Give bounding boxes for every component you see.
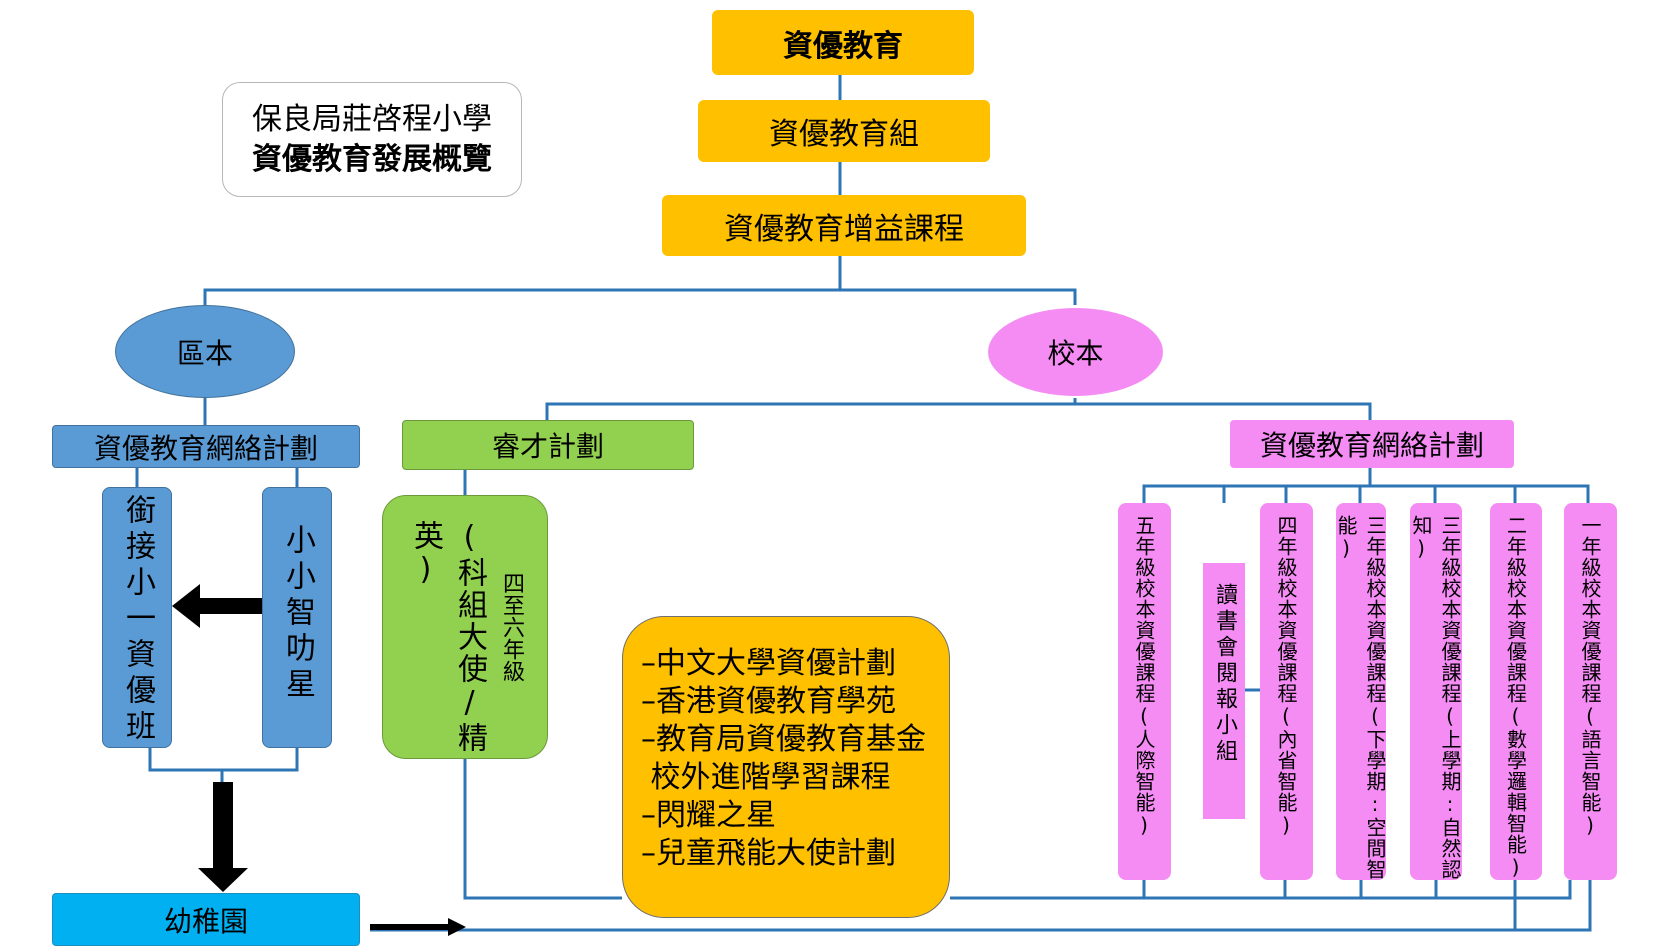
grade5-course-label: 五年級校本資優課程(人際智能) — [1132, 515, 1156, 838]
external-item: –教育局資優教育基金 — [641, 722, 926, 757]
talent-grade-label: 四至六年級 — [499, 572, 524, 682]
little-star-label: 小小智叻星 — [280, 524, 315, 704]
external-programs-box: –中文大學資優計劃 –香港資優教育學苑 –教育局資優教育基金 校外進階學習課程 … — [622, 616, 950, 918]
grade4-course-column: 四年級校本資優課程(內省智能) — [1260, 503, 1313, 880]
bridging-class-label: 銜接小一資優班 — [120, 494, 155, 746]
overview-title: 資優教育發展概覽 — [252, 141, 492, 177]
little-star-column: 小小智叻星 — [262, 487, 332, 748]
enrichment-course-label: 資優教育增益課程 — [724, 211, 964, 247]
external-item: –兒童飛能大使計劃 — [641, 836, 896, 871]
grade5-course-column: 五年級校本資優課程(人際智能) — [1118, 503, 1171, 880]
district-ellipse: 區本 — [115, 305, 295, 398]
gifted-education-label: 資優教育 — [783, 28, 903, 64]
talent-plan-bar: 睿才計劃 — [402, 420, 694, 470]
school-title-box: 保良局莊啓程小學 資優教育發展概覽 — [222, 82, 522, 197]
school-ellipse: 校本 — [988, 308, 1163, 396]
talent-column: (科組大使/精英) 四至六年級 — [382, 495, 548, 759]
gifted-team-box: 資優教育組 — [698, 100, 990, 162]
school-name: 保良局莊啓程小學 — [252, 101, 492, 137]
school-network-bar: 資優教育網絡計劃 — [1230, 420, 1514, 468]
grade3-naturalist-label: 三年級校本資優課程(上學期:自然認知) — [1409, 515, 1462, 880]
gifted-education-box: 資優教育 — [712, 10, 974, 75]
grade1-course-label: 一年級校本資優課程(語言智能) — [1578, 515, 1602, 838]
external-item: –閃耀之星 — [641, 798, 776, 833]
grade1-course-column: 一年級校本資優課程(語言智能) — [1564, 503, 1617, 880]
enrichment-course-box: 資優教育增益課程 — [662, 195, 1026, 256]
grade2-course-label: 二年級校本資優課程(數學邏輯智能) — [1503, 515, 1528, 880]
gifted-team-label: 資優教育組 — [769, 117, 919, 152]
reading-club-label: 讀書會閱報小組 — [1212, 583, 1237, 765]
external-item: –香港資優教育學苑 — [641, 684, 896, 719]
school-network-label: 資優教育網絡計劃 — [1259, 429, 1484, 462]
talent-plan-label: 睿才計劃 — [491, 430, 604, 463]
grade2-course-column: 二年級校本資優課程(數學邏輯智能) — [1490, 503, 1542, 880]
district-network-bar: 資優教育網絡計劃 — [52, 425, 360, 468]
external-item: –中文大學資優計劃 — [641, 646, 896, 681]
kindergarten-box: 幼稚園 — [52, 893, 360, 946]
school-label: 校本 — [1047, 337, 1104, 370]
grade3-naturalist-column: 三年級校本資優課程(上學期:自然認知) — [1409, 503, 1462, 880]
grade3-spatial-column: 三年級校本資優課程(下學期:空間智能) — [1334, 503, 1387, 880]
grade3-spatial-label: 三年級校本資優課程(下學期:空間智能) — [1334, 515, 1387, 880]
grade4-course-label: 四年級校本資優課程(內省智能) — [1274, 515, 1298, 838]
talent-main-label: (科組大使/精英) — [408, 520, 487, 754]
reading-club-column: 讀書會閱報小組 — [1203, 563, 1245, 819]
district-network-label: 資優教育網絡計劃 — [93, 431, 318, 465]
external-item: 校外進階學習課程 — [641, 760, 891, 795]
kindergarten-label: 幼稚園 — [163, 904, 248, 938]
bridging-class-column: 銜接小一資優班 — [102, 487, 172, 748]
district-label: 區本 — [176, 336, 233, 370]
